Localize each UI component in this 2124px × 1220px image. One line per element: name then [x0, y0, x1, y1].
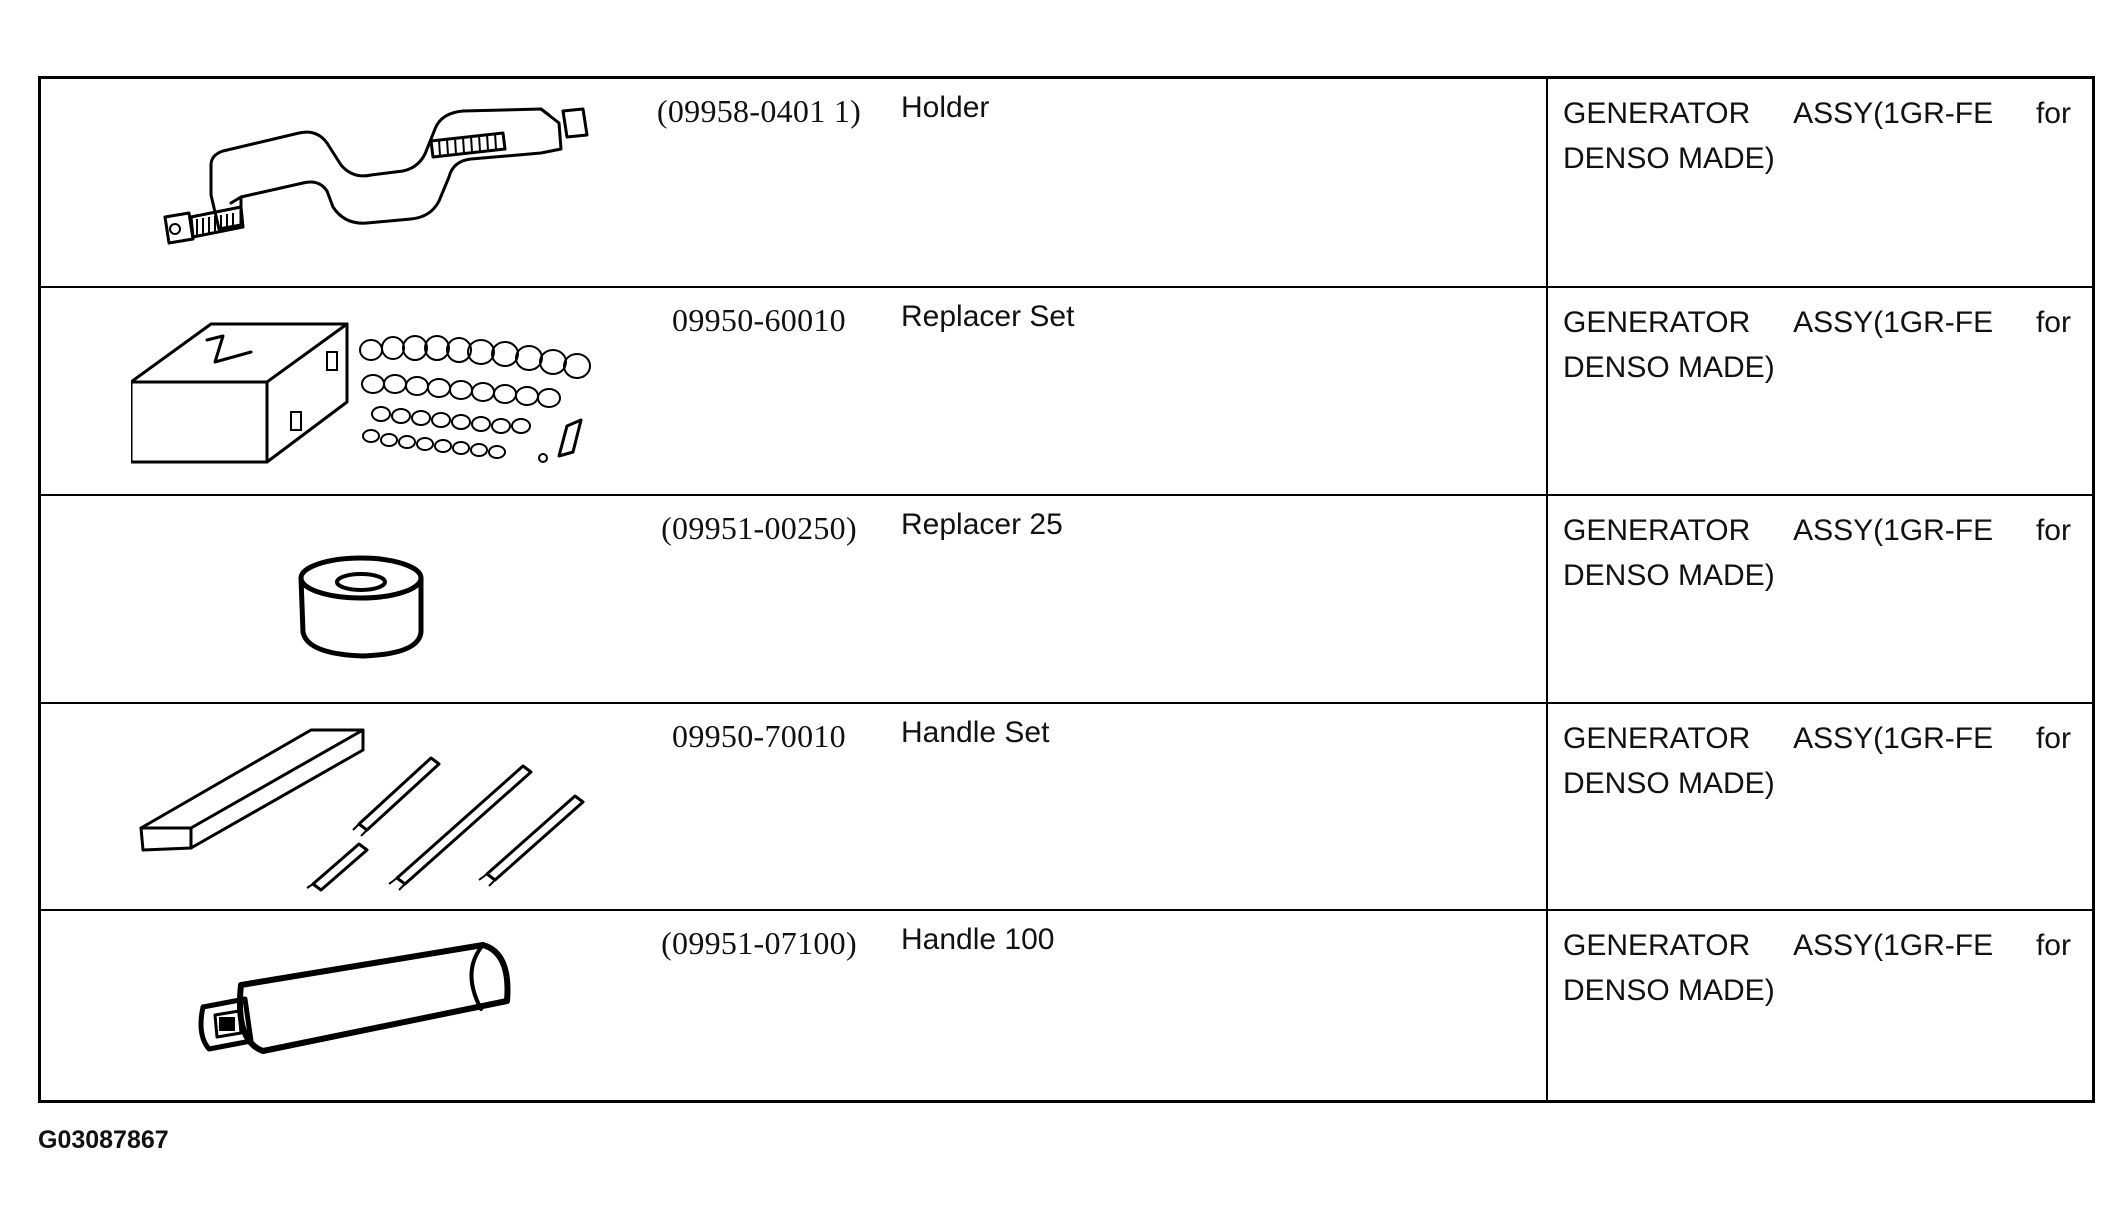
applies-word: GENERATOR	[1563, 306, 1751, 339]
column-divider	[1546, 288, 1548, 494]
handle-set-icon	[139, 728, 585, 892]
applies-line2: DENSO MADE)	[1563, 767, 1775, 800]
part-number: 09950-70010	[672, 718, 846, 754]
tool-name: Replacer 25	[901, 508, 1063, 541]
applies-word: GENERATOR	[1563, 514, 1751, 547]
applies-to: GENERATOR ASSY(1GR-FE for DENSO MADE)	[1563, 508, 2071, 598]
applies-line2: DENSO MADE)	[1563, 974, 1775, 1007]
applies-word: ASSY(1GR-FE	[1793, 722, 1994, 755]
applies-line2: DENSO MADE)	[1563, 351, 1775, 384]
tool-name: Handle Set	[901, 716, 1050, 749]
handle-icon	[198, 942, 511, 1054]
applies-word: GENERATOR	[1563, 722, 1751, 755]
column-divider	[1546, 704, 1548, 909]
applies-word: for	[2035, 929, 2071, 962]
tool-name: Replacer Set	[901, 300, 1075, 333]
applies-to: GENERATOR ASSY(1GR-FE for DENSO MADE)	[1563, 91, 2071, 181]
applies-to: GENERATOR ASSY(1GR-FE for DENSO MADE)	[1563, 300, 2071, 390]
table-row: (09958-0401 1) Holder GENERATOR ASSY(1GR…	[41, 79, 2092, 288]
table-row: 09950-70010 Handle Set GENERATOR ASSY(1G…	[41, 704, 2092, 911]
column-divider	[1546, 911, 1548, 1100]
tool-name: Holder	[901, 91, 990, 124]
applies-word: GENERATOR	[1563, 929, 1751, 962]
part-number: (09951-00250)	[661, 510, 857, 546]
tool-name: Handle 100	[901, 923, 1055, 956]
figure-id: G03087867	[38, 1126, 169, 1154]
applies-word: for	[2035, 97, 2071, 130]
part-number: (09951-07100)	[661, 925, 857, 961]
applies-word: GENERATOR	[1563, 97, 1751, 130]
applies-word: for	[2035, 722, 2071, 755]
applies-line2: DENSO MADE)	[1563, 142, 1775, 175]
special-tools-table: (09958-0401 1) Holder GENERATOR ASSY(1GR…	[38, 76, 2095, 1103]
applies-word: ASSY(1GR-FE	[1793, 514, 1994, 547]
table-row: (09951-00250) Replacer 25 GENERATOR ASSY…	[41, 496, 2092, 704]
column-divider	[1546, 496, 1548, 702]
applies-word: for	[2035, 514, 2071, 547]
applies-to: GENERATOR ASSY(1GR-FE for DENSO MADE)	[1563, 716, 2071, 806]
replacer-ring-icon	[298, 555, 424, 659]
applies-line2: DENSO MADE)	[1563, 559, 1775, 592]
applies-word: ASSY(1GR-FE	[1793, 929, 1994, 962]
applies-word: ASSY(1GR-FE	[1793, 97, 1994, 130]
part-number: (09958-0401 1)	[656, 93, 862, 129]
applies-word: ASSY(1GR-FE	[1793, 306, 1994, 339]
replacer-set-icon	[131, 322, 591, 464]
applies-word: for	[2035, 306, 2071, 339]
holder-icon	[163, 107, 589, 245]
table-row: 09950-60010 Replacer Set GENERATOR ASSY(…	[41, 288, 2092, 496]
applies-to: GENERATOR ASSY(1GR-FE for DENSO MADE)	[1563, 923, 2071, 1013]
table-row: (09951-07100) Handle 100 GENERATOR ASSY(…	[41, 911, 2092, 1100]
column-divider	[1546, 79, 1548, 286]
part-number: 09950-60010	[672, 302, 846, 338]
